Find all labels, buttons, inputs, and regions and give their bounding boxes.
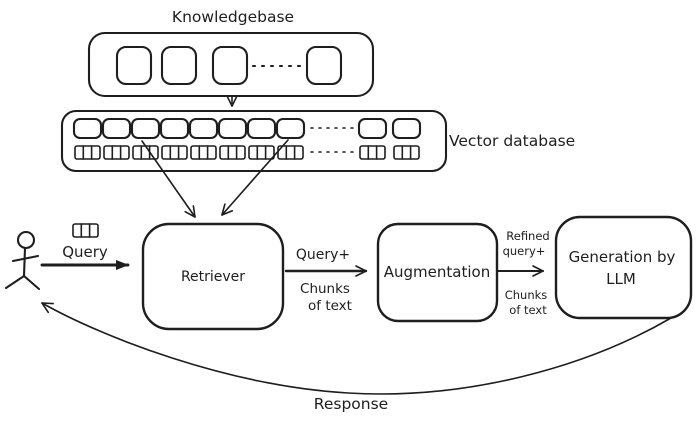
chunk-icon <box>391 117 422 140</box>
chunks-label-line1: Chunks <box>300 281 350 297</box>
query-vector-icon <box>72 223 99 238</box>
embedding-vector-icon <box>190 145 217 160</box>
document-icon <box>160 45 198 86</box>
chunk-icon <box>188 117 219 140</box>
retriever-box <box>141 222 285 331</box>
knowledgebase-container <box>87 31 375 98</box>
embedding-vector-icon <box>393 145 420 160</box>
chunk-icon <box>159 117 190 140</box>
chunks-small-label-line1: Chunks <box>505 288 548 302</box>
chunk-icon <box>246 117 277 140</box>
response-label: Response <box>314 395 388 413</box>
document-icon <box>305 45 343 86</box>
stick-figure-arms <box>11 254 40 263</box>
stick-figure-body <box>22 246 27 278</box>
retriever-label: Retriever <box>181 269 245 285</box>
refined-query-label-line1: Refined <box>506 229 549 243</box>
chunks-label-line2: of text <box>308 298 352 314</box>
embedding-vector-icon <box>359 145 386 160</box>
generation-label-line1: Generation by <box>569 248 676 266</box>
knowledgebase-title: Knowledgebase <box>172 8 294 26</box>
embedding-vector-icon <box>248 145 275 160</box>
embedding-vector-icon <box>161 145 188 160</box>
chunk-icon <box>275 117 306 140</box>
user-icon <box>4 230 41 291</box>
generation-box <box>554 215 693 320</box>
embedding-vector-icon <box>74 145 101 160</box>
chunk-icon <box>217 117 248 140</box>
stick-figure-leg <box>4 274 26 290</box>
chunk-icon <box>72 117 103 140</box>
query-plus-label: Query+ <box>296 247 350 263</box>
refined-query-label-line2: query+ <box>503 244 546 258</box>
embedding-vector-icon <box>219 145 246 160</box>
document-icon <box>211 45 249 86</box>
vector-database-container <box>60 109 448 173</box>
document-icon <box>115 45 153 86</box>
vectordb-to-retriever-arrow <box>141 140 196 218</box>
stick-figure-leg <box>22 274 41 291</box>
chunk-icon <box>130 117 161 140</box>
response-arrow <box>41 302 672 395</box>
chunks-small-label-line2: of text <box>509 303 547 317</box>
vectordb-to-retriever-arrow <box>221 139 289 216</box>
embedding-vector-icon <box>103 145 130 160</box>
augmentation-label: Augmentation <box>384 263 490 281</box>
vector-database-label: Vector database <box>449 132 575 150</box>
chunk-icon <box>101 117 132 140</box>
augmentation-box <box>376 222 499 323</box>
query-label: Query <box>62 243 108 261</box>
chunk-icon <box>357 117 388 140</box>
stick-figure-head <box>16 230 36 250</box>
generation-label-line2: LLM <box>606 270 636 288</box>
embedding-vector-icon <box>132 145 159 160</box>
